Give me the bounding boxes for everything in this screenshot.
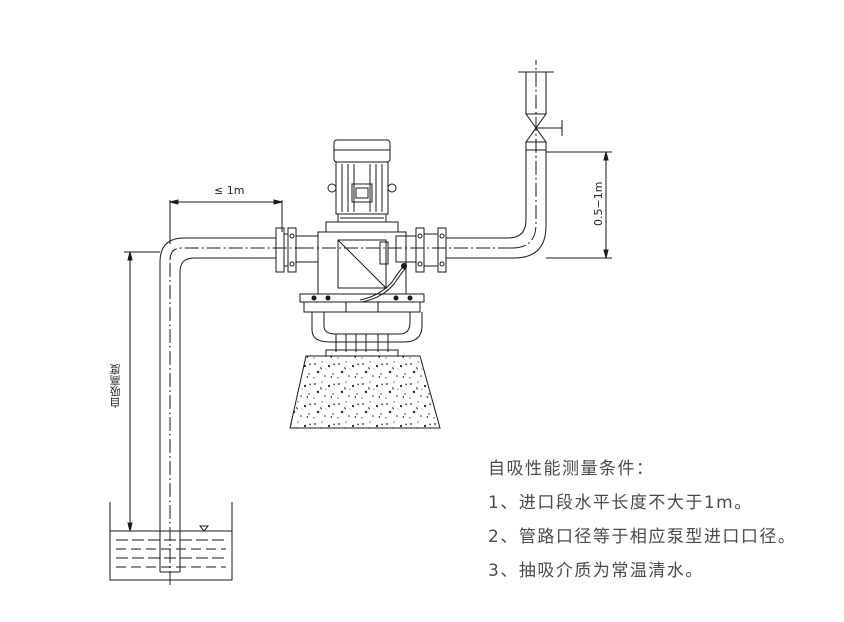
cable-icon <box>359 265 405 301</box>
water-tank <box>109 502 233 581</box>
concrete-foundation <box>289 355 441 429</box>
outlet-height-label: 0.5−1m <box>592 182 605 226</box>
suction-pipe <box>159 237 300 585</box>
note-item: 3、抽吸介质为常温清水。 <box>488 561 704 581</box>
terminal-box-icon <box>351 183 373 203</box>
water-level-icon <box>198 525 210 532</box>
suction-height-label: 自吸高度 <box>109 364 122 408</box>
outlet-flange <box>395 227 447 273</box>
outlet-height-dimension <box>546 151 612 259</box>
notes-title: 自吸性能测量条件： <box>488 459 655 479</box>
suction-height-dimension <box>124 251 160 532</box>
inlet-length-label: ≤ 1m <box>214 184 244 197</box>
motor <box>327 139 397 223</box>
inlet-flange <box>275 227 319 273</box>
measurement-conditions: 自吸性能测量条件： 1、进口段水平长度不大于1m。 2、管路口径等于相应泵型进口… <box>488 452 838 588</box>
pump-body <box>299 221 425 357</box>
gate-valve <box>518 71 563 151</box>
inlet-length-dimension <box>169 199 283 244</box>
note-item: 2、管路口径等于相应泵型进口口径。 <box>488 527 797 547</box>
note-item: 1、进口段水平长度不大于1m。 <box>488 493 753 513</box>
